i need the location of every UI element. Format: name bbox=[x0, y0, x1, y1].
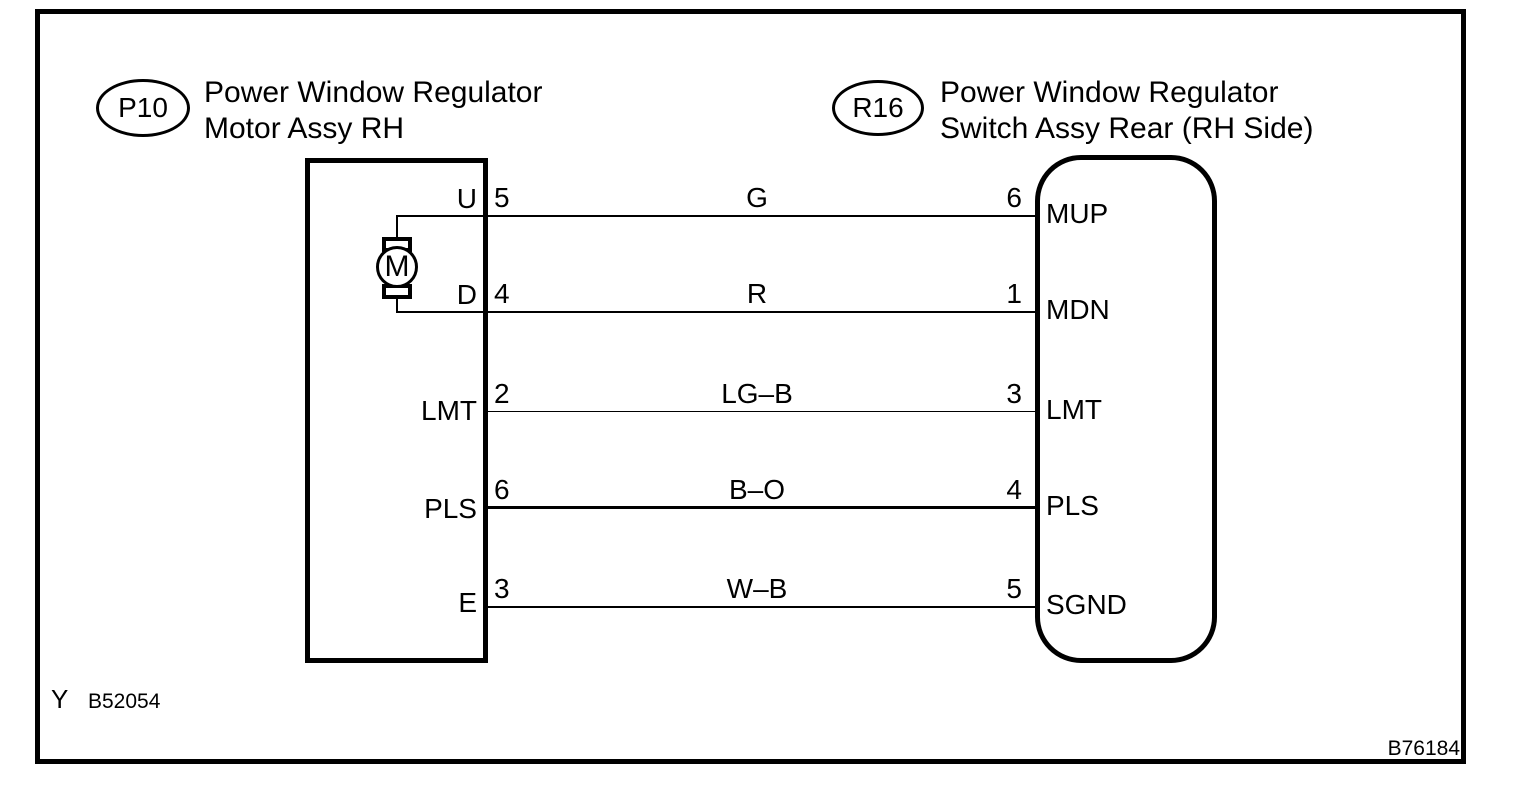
right-port-label: MDN bbox=[1046, 294, 1110, 325]
right-port-label: PLS bbox=[1046, 490, 1099, 521]
wire-color-label: W–B bbox=[726, 573, 788, 604]
footer-mark: Y bbox=[51, 684, 69, 714]
left-component-code: P10 bbox=[118, 92, 168, 123]
footer-code-right: B76184 bbox=[1387, 737, 1460, 760]
right-component-title: Power Window Regulator Switch Assy Rear … bbox=[940, 75, 1313, 147]
left-component-code-badge: P10 bbox=[96, 79, 190, 137]
right-pin-number: 5 bbox=[1006, 573, 1022, 604]
right-component-code: R16 bbox=[852, 92, 904, 123]
right-pin-number: 6 bbox=[1006, 182, 1022, 213]
right-port-label: MUP bbox=[1046, 198, 1109, 229]
left-port-label: U bbox=[456, 183, 477, 214]
wire-color-label: G bbox=[746, 182, 768, 213]
left-pin-number: 5 bbox=[494, 182, 510, 213]
right-component-title-line2: Switch Assy Rear (RH Side) bbox=[940, 112, 1314, 145]
right-port-label: SGND bbox=[1046, 589, 1127, 620]
motor-lead-bottom bbox=[396, 296, 398, 313]
motor-lead-top bbox=[396, 216, 398, 238]
left-component-title-line2: Motor Assy RH bbox=[204, 112, 405, 145]
wire-color-label: LG–B bbox=[721, 378, 793, 409]
right-component-code-badge: R16 bbox=[832, 80, 924, 136]
left-pin-number: 2 bbox=[494, 378, 510, 409]
left-port-label: LMT bbox=[421, 395, 477, 426]
switch-connector-box bbox=[1035, 155, 1217, 663]
wire-g bbox=[396, 215, 1036, 217]
wire-w-b bbox=[483, 606, 1036, 608]
right-pin-number: 4 bbox=[1006, 474, 1022, 505]
left-pin-number: 6 bbox=[494, 474, 510, 505]
left-component-title: Power Window Regulator Motor Assy RH bbox=[204, 75, 542, 147]
right-pin-number: 3 bbox=[1006, 378, 1022, 409]
motor-letter: M bbox=[384, 250, 410, 283]
motor-icon: M bbox=[376, 246, 418, 288]
left-component-title-line1: Power Window Regulator bbox=[204, 76, 543, 109]
right-port-label: LMT bbox=[1046, 394, 1102, 425]
left-pin-number: 3 bbox=[494, 573, 510, 604]
footer-code-left: B52054 bbox=[88, 690, 161, 713]
wire-color-label: B–O bbox=[728, 474, 786, 505]
left-pin-number: 4 bbox=[494, 278, 510, 309]
left-port-label: E bbox=[458, 587, 477, 618]
left-port-label: PLS bbox=[424, 493, 477, 524]
right-component-title-line1: Power Window Regulator bbox=[940, 76, 1279, 109]
wire-color-label: R bbox=[746, 278, 768, 309]
wire-r bbox=[396, 311, 1036, 313]
left-port-label: D bbox=[456, 279, 477, 310]
wire-b-o bbox=[483, 506, 1036, 509]
right-pin-number: 1 bbox=[1006, 278, 1022, 309]
border-frame bbox=[35, 9, 1466, 764]
wire-lg-b bbox=[483, 411, 1036, 412]
